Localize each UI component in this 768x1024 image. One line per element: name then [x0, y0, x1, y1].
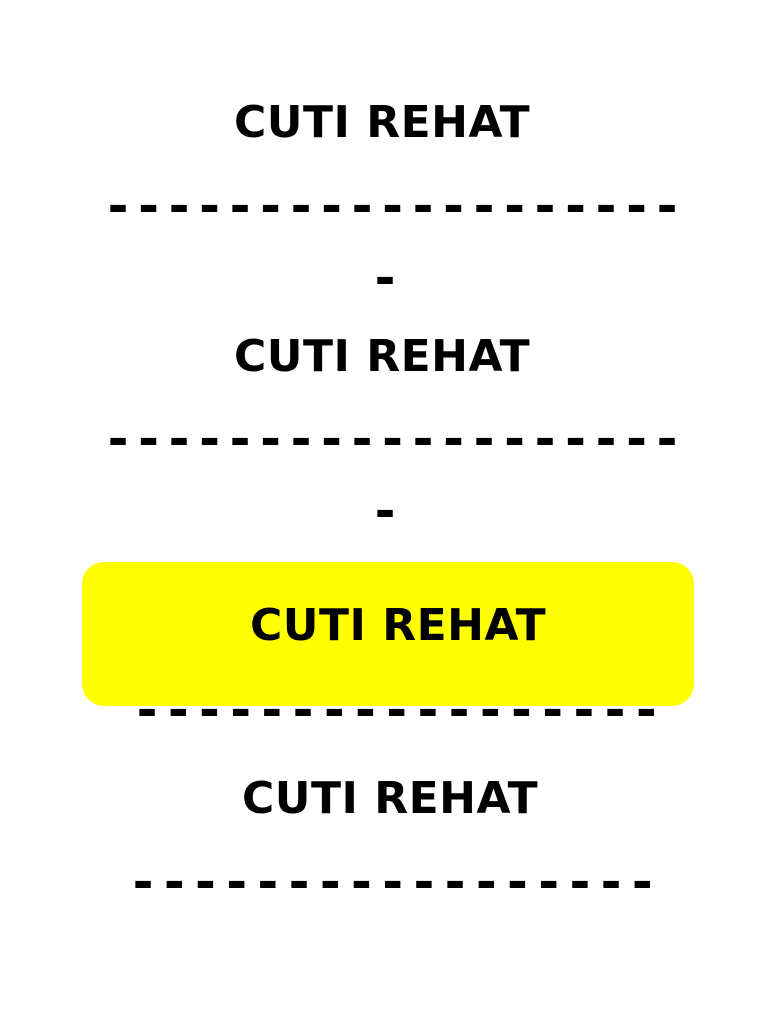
answer-line-1-continuation: -	[370, 249, 401, 307]
answer-line-1: -------------------	[103, 177, 683, 235]
answer-line-4: -----------------	[128, 853, 659, 911]
heading-1: CUTI REHAT	[234, 97, 531, 148]
heading-2: CUTI REHAT	[234, 331, 531, 382]
highlight-box	[82, 562, 694, 706]
heading-3-highlighted: CUTI REHAT	[250, 600, 547, 651]
answer-line-2: -------------------	[103, 410, 683, 468]
answer-line-2-continuation: -	[370, 482, 401, 540]
answer-line-3: -----------------	[132, 681, 663, 739]
heading-4: CUTI REHAT	[242, 773, 539, 824]
